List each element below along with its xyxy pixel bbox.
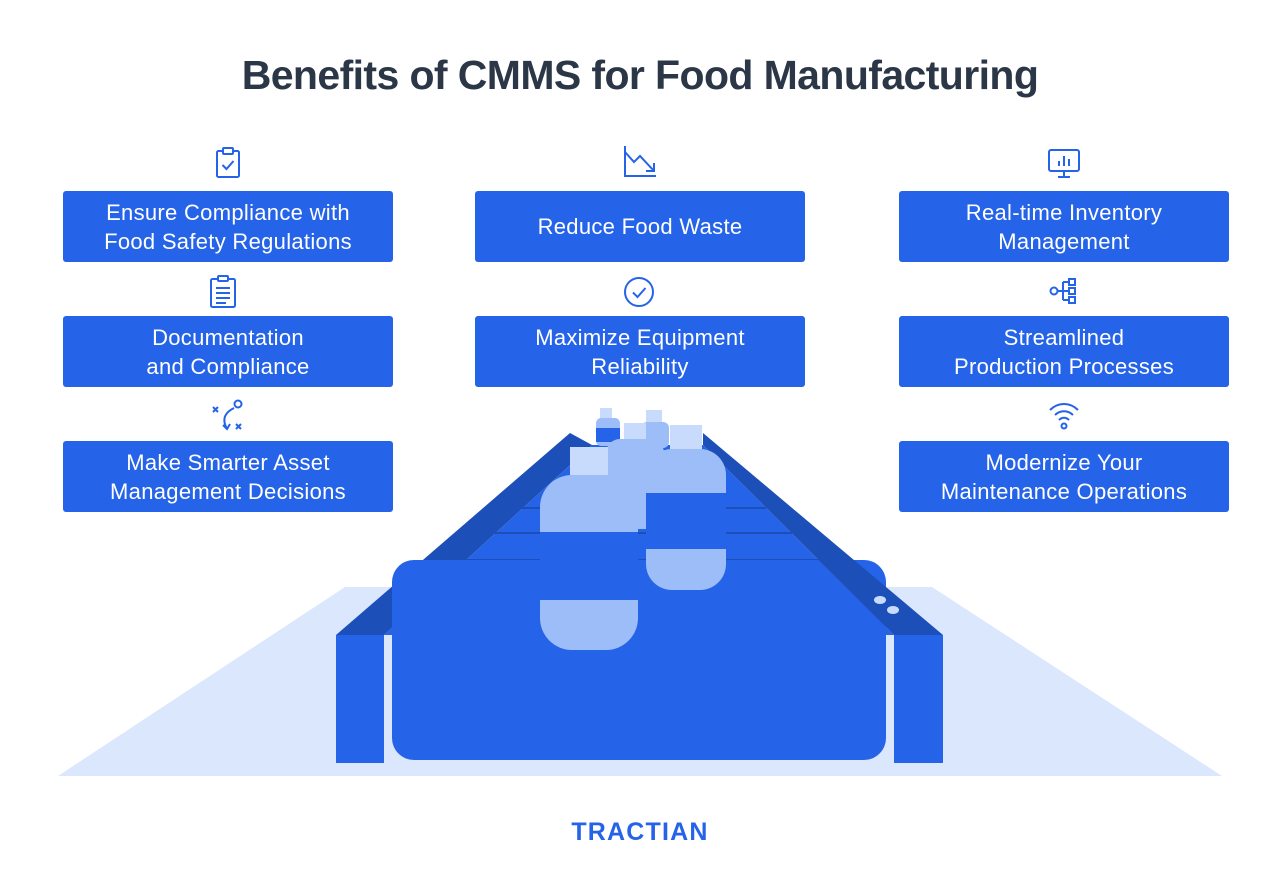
- bottle: [540, 447, 638, 650]
- right-rail-front: [894, 635, 943, 763]
- benefit-inventory-management: Real-time Inventory Management: [899, 191, 1229, 262]
- bottle: [646, 425, 726, 590]
- strategy-icon: [210, 398, 244, 432]
- benefit-streamlined-production: Streamlined Production Processes: [899, 316, 1229, 387]
- hierarchy-icon: [1047, 274, 1081, 308]
- benefit-reduce-food-waste: Reduce Food Waste: [475, 191, 805, 262]
- benefit-equipment-reliability: Maximize Equipment Reliability: [475, 316, 805, 387]
- belt-body: [392, 560, 886, 760]
- page-title: Benefits of CMMS for Food Manufacturing: [241, 52, 1039, 98]
- tractian-logo: TRACTIAN: [571, 818, 709, 846]
- bottle: [596, 408, 620, 446]
- right-rail-top: [703, 433, 943, 635]
- clipboard-check-icon: [211, 146, 245, 180]
- benefit-asset-decisions: Make Smarter Asset Management Decisions: [63, 441, 393, 512]
- check-circle-icon: [622, 275, 656, 309]
- wifi-icon: [1047, 399, 1081, 433]
- benefit-modernize-maintenance: Modernize Your Maintenance Operations: [899, 441, 1229, 512]
- document-list-icon: [206, 275, 240, 309]
- benefit-documentation-compliance: Documentation and Compliance: [63, 316, 393, 387]
- left-rail-front: [336, 635, 384, 763]
- benefit-food-safety-compliance: Ensure Compliance with Food Safety Regul…: [63, 191, 393, 262]
- trending-down-icon: [622, 144, 656, 178]
- monitor-chart-icon: [1047, 146, 1081, 180]
